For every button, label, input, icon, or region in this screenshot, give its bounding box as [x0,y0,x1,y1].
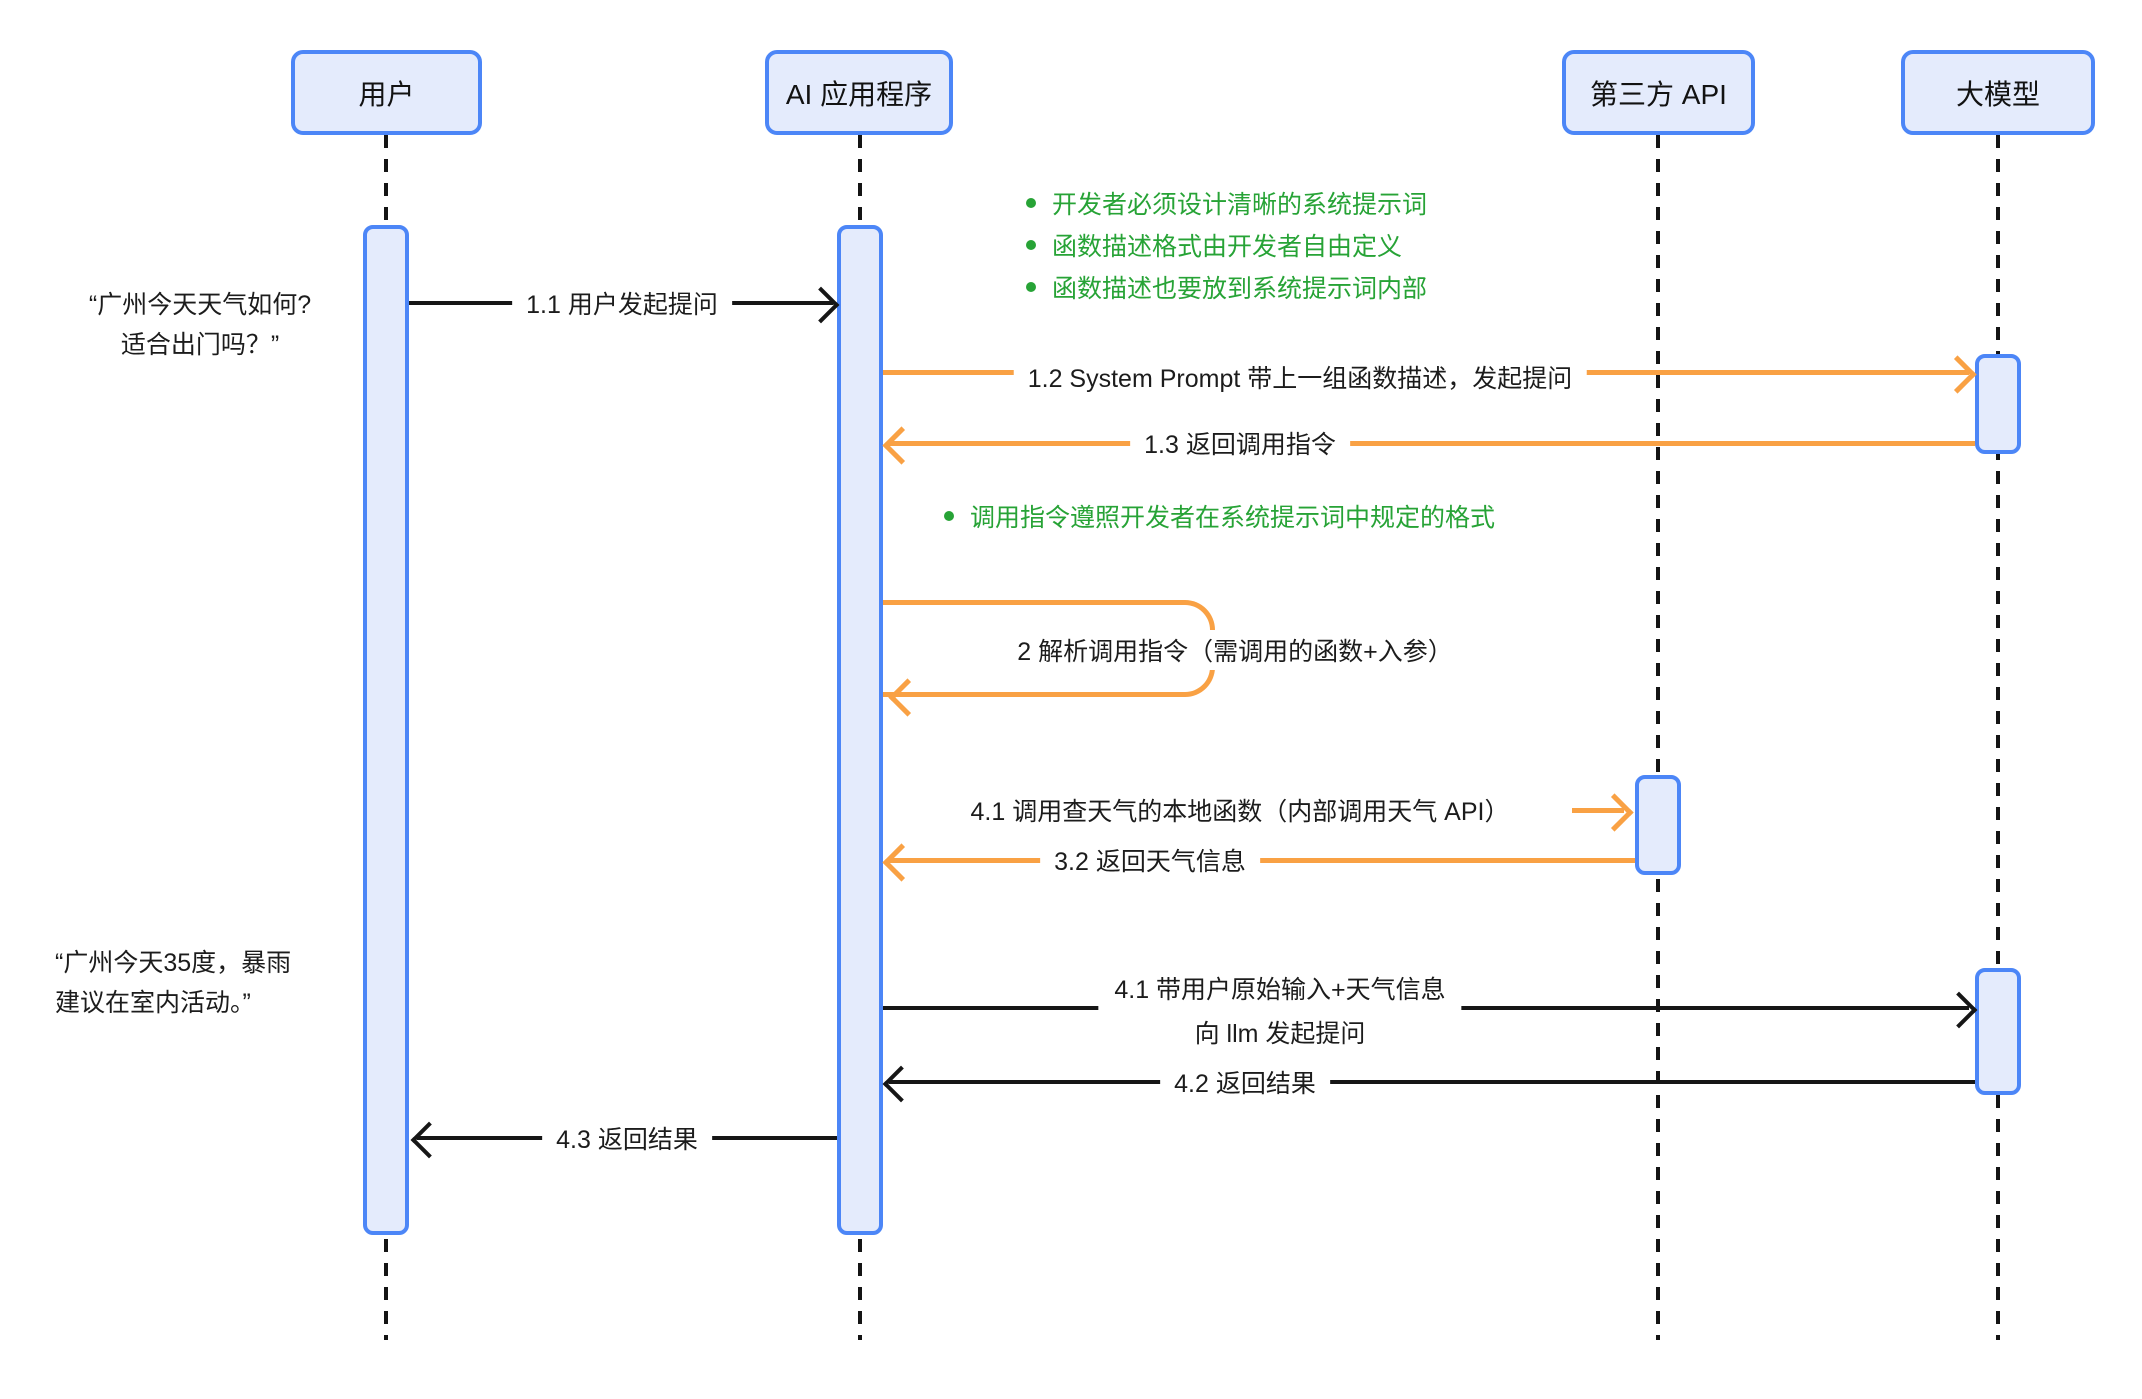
bullet-icon [1026,240,1036,250]
bullet-icon [1026,282,1036,292]
arrowhead-left-icon [410,1121,448,1159]
note-line: 函数描述也要放到系统提示词内部 [1026,266,1427,308]
activation-llm-1 [1975,354,2021,454]
quote-line-2: 适合出门吗？” [120,331,280,359]
actor-llm-label: 大模型 [1955,78,2040,110]
arrowhead-left-icon [882,426,921,465]
activation-third-party-api [1635,775,1681,875]
activation-ai-app [837,225,883,1235]
bullet-icon [1026,198,1036,208]
activation-user [363,225,409,1235]
message-label: 3.2 返回天气信息 [1040,840,1260,880]
actor-ai-app: AI 应用程序 [765,50,953,135]
user-quote-question: “广州今天天气如何? 适合出门吗？” [60,285,340,365]
note-call-instruction-format: 调用指令遵照开发者在系统提示词中规定的格式 [944,495,1495,537]
message-label: 1.3 返回调用指令 [1130,423,1350,463]
message-label: 4.1 调用查天气的本地函数（内部调用天气 API） [956,790,1524,830]
message-label: 4.3 返回结果 [542,1118,712,1158]
note-text: 调用指令遵照开发者在系统提示词中规定的格式 [970,504,1496,532]
lifeline-third-party-api [1656,135,1660,1340]
message-line [889,858,1635,863]
note-line: 函数描述格式由开发者自由定义 [1026,224,1427,266]
note-system-prompt-rules: 开发者必须设计清晰的系统提示词 函数描述格式由开发者自由定义 函数描述也要放到系… [1026,182,1427,308]
arrowhead-right-icon [1938,355,1977,394]
lifeline-llm [1996,135,2000,1340]
arrowhead-right-icon [1595,793,1634,832]
message-label: 1.2 System Prompt 带上一组函数描述，发起提问 [1013,357,1587,397]
note-text: 函数描述格式由开发者自由定义 [1052,233,1403,261]
actor-ai-app-label: AI 应用程序 [785,78,933,110]
arrowhead-right-icon [1940,991,1978,1029]
message-line [1572,808,1624,813]
actor-third-party-api: 第三方 API [1562,50,1755,135]
actor-llm: 大模型 [1901,50,2095,135]
quote-line-1: “广州今天35度，暴雨 [55,949,292,977]
message-line [889,441,1975,446]
message-label: 2 解析调用指令（需调用的函数+入参） [1003,630,1467,670]
quote-line-2: 建议在室内活动。” [55,989,251,1017]
message-label-line-1: 4.1 带用户原始输入+天气信息 [1114,976,1446,1004]
quote-line-1: “广州今天天气如何? [88,291,312,319]
note-line: 开发者必须设计清晰的系统提示词 [1026,182,1427,224]
message-line [889,1080,1975,1084]
message-label: 1.1 用户发起提问 [512,283,732,323]
actor-user: 用户 [291,50,482,135]
message-label-line-2: 向 llm 发起提问 [1194,1020,1366,1048]
note-text: 开发者必须设计清晰的系统提示词 [1052,191,1428,219]
message-label: 4.2 返回结果 [1160,1062,1330,1102]
actor-user-label: 用户 [358,78,415,110]
user-quote-answer: “广州今天35度，暴雨 建议在室内活动。” [55,943,375,1023]
note-text: 函数描述也要放到系统提示词内部 [1052,275,1428,303]
arrowhead-right-icon [802,286,840,324]
arrowhead-left-icon [882,843,921,882]
actor-third-party-api-label: 第三方 API [1590,78,1727,110]
bullet-icon [944,511,954,521]
arrowhead-left-icon [882,1065,920,1103]
note-line: 调用指令遵照开发者在系统提示词中规定的格式 [944,495,1495,537]
activation-llm-2 [1975,968,2021,1095]
message-label: 4.1 带用户原始输入+天气信息 向 llm 发起提问 [1098,968,1462,1056]
